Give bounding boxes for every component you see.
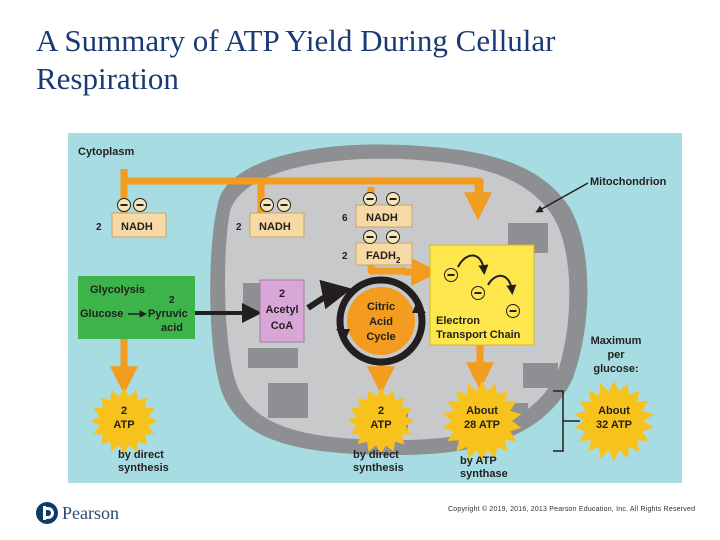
- glycolysis-title: Glycolysis: [90, 284, 145, 296]
- caption-2-line-1: by direct: [353, 449, 399, 461]
- atp-burst-glycolysis: 2 ATP: [91, 388, 157, 454]
- burst-line-2: ATP: [113, 419, 134, 431]
- cytoplasm-label: Cytoplasm: [78, 146, 134, 158]
- slide-title: A Summary of ATP Yield During Cellular R…: [36, 22, 696, 98]
- burst-line-2: ATP: [370, 419, 391, 431]
- pearson-logo-icon: [36, 502, 58, 524]
- electron-arrow-icon: [487, 275, 517, 295]
- caption-3-line-1: by ATP: [460, 455, 497, 467]
- sum-bracket: [553, 390, 580, 452]
- nadh-count: 6: [342, 213, 348, 224]
- pyruvic-label-2: acid: [161, 322, 183, 334]
- glycolysis-two: 2: [169, 295, 175, 306]
- nadh-box-acetyl: 2 NADH: [236, 198, 305, 238]
- max-line-1: Maximum: [591, 335, 642, 347]
- cycle-arrow-icon: [412, 301, 426, 313]
- fadh2-count: 2: [342, 251, 348, 262]
- nadh-box-glycolysis: 2 NADH: [96, 198, 167, 238]
- glucose-label: Glucose: [80, 308, 123, 320]
- fadh2-box: 2 FADH2: [342, 230, 413, 266]
- caption-3-line-2: synthase: [460, 468, 508, 480]
- copyright-notice: Copyright © 2019, 2016, 2013 Pearson Edu…: [448, 506, 696, 513]
- glycolysis-box: Glycolysis 2 Glucose Pyruvic acid: [78, 276, 195, 339]
- acetyl-line-1: 2: [279, 288, 285, 300]
- max-line-2: per: [607, 349, 625, 361]
- mitochondrion-label: Mitochondrion: [590, 176, 667, 188]
- atp-burst-etc: About 28 ATP: [442, 381, 522, 461]
- electron-transport-chain-box: Electron Transport Chain: [429, 244, 535, 346]
- atp-burst-citric: 2 ATP: [348, 388, 414, 454]
- mitochondrion-pointer: [535, 182, 589, 213]
- title-line-2: Respiration: [36, 61, 179, 96]
- acetyl-line-2: Acetyl: [265, 304, 298, 316]
- acetyl-line-3: CoA: [271, 320, 294, 332]
- electron-arrow-icon: [457, 254, 489, 275]
- fadh2-label: FADH2: [366, 250, 401, 265]
- burst-line-1: About: [598, 405, 630, 417]
- citric-line-3: Cycle: [366, 331, 395, 343]
- etc-line-2: Transport Chain: [436, 329, 521, 341]
- etc-line-1: Electron: [436, 315, 480, 327]
- citric-line-2: Acid: [369, 316, 393, 328]
- burst-line-1: 2: [378, 405, 384, 417]
- burst-line-2: 32 ATP: [596, 419, 632, 431]
- burst-line-1: 2: [121, 405, 127, 417]
- figure-svg: Cytoplasm Mitochondrion 2 NADH 2 NADH 6 …: [78, 144, 667, 480]
- atp-burst-total: About 32 ATP: [574, 381, 654, 461]
- pyruvic-label-1: Pyruvic: [148, 308, 188, 320]
- acetyl-to-citric-arrow: [306, 279, 352, 311]
- acetyl-coa-box: 2 Acetyl CoA: [259, 279, 305, 343]
- max-line-3: glucose:: [593, 363, 638, 375]
- caption-2-line-2: synthesis: [353, 462, 404, 474]
- burst-line-1: About: [466, 405, 498, 417]
- burst-line-2: 28 ATP: [464, 419, 500, 431]
- nadh-count: 2: [96, 222, 102, 233]
- atp-yield-figure: Cytoplasm Mitochondrion 2 NADH 2 NADH 6 …: [68, 133, 682, 483]
- title-line-1: A Summary of ATP Yield During Cellular: [36, 23, 556, 58]
- nadh-label: NADH: [121, 221, 153, 233]
- nadh-label: NADH: [259, 221, 291, 233]
- nadh-label: NADH: [366, 212, 398, 224]
- caption-1-line-1: by direct: [118, 449, 164, 461]
- caption-1-line-2: synthesis: [118, 462, 169, 474]
- citric-line-1: Citric: [367, 301, 395, 313]
- cycle-arrow-icon: [336, 329, 350, 341]
- nadh-count: 2: [236, 222, 242, 233]
- nadh-box-citric: 6 NADH: [342, 192, 413, 228]
- footer-brand: Pearson: [62, 503, 119, 523]
- citric-acid-cycle: Citric Acid Cycle: [336, 276, 426, 366]
